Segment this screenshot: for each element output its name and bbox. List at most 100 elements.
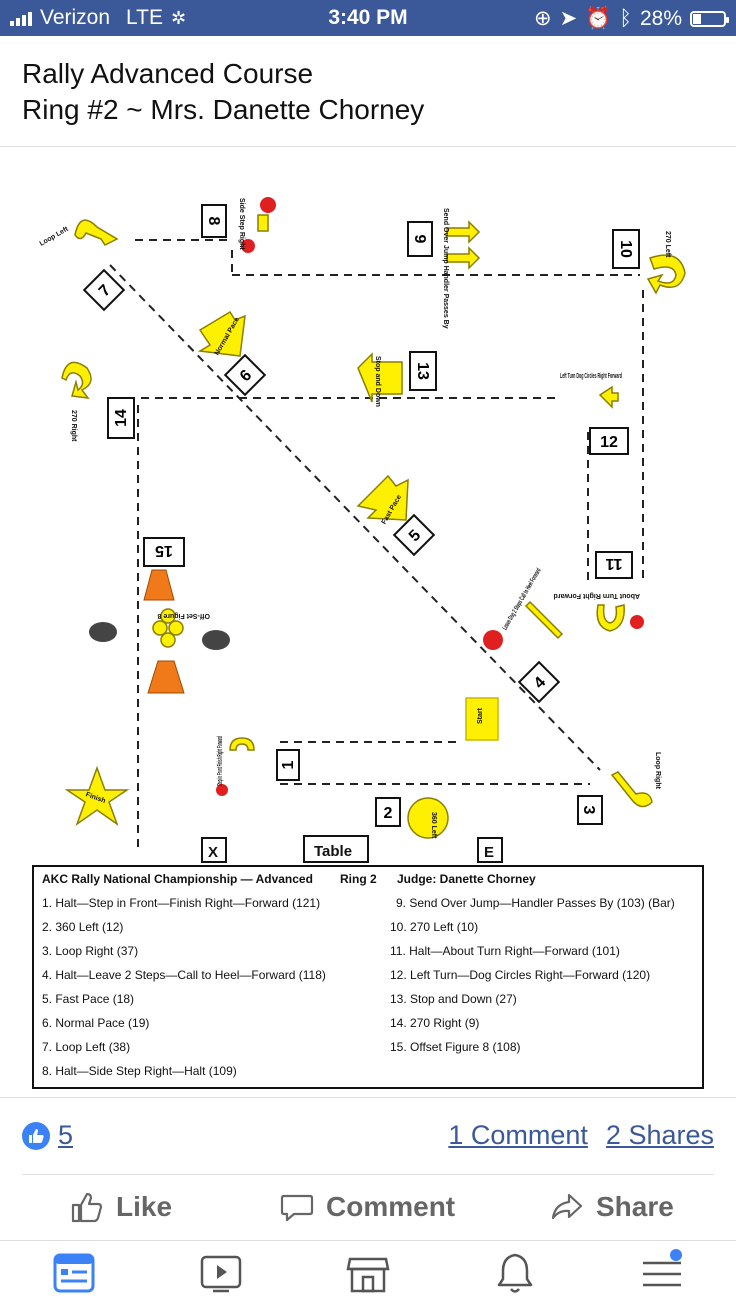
station-9: 9 [407, 221, 433, 257]
legend-item: 12. Left Turn—Dog Circles Right—Forward … [390, 968, 650, 982]
station-12-number: 12 [600, 434, 618, 451]
station-10-number: 10 [617, 240, 634, 258]
carrier-label: Verizon [40, 6, 111, 29]
caption-left-turn: Left Turn Dog Circles Right Forward [560, 373, 622, 380]
course-map-image[interactable]: 1 2 3 4 5 6 7 8 [0, 150, 736, 1095]
sign-graphics [61, 214, 686, 839]
marker-x: X [208, 844, 218, 861]
stop-sign-icon [260, 197, 276, 213]
marketplace-shop-icon [346, 1257, 390, 1293]
divider [0, 1097, 736, 1098]
stop-signs [216, 197, 644, 796]
tab-menu[interactable] [638, 1249, 686, 1297]
caption-leave-dog: Leave Dog 2 Steps Call to Heel Forward [502, 567, 543, 631]
legend-item: 14. 270 Right (9) [390, 1016, 479, 1030]
station-3: 3 [577, 795, 603, 825]
station-11-number: 11 [605, 555, 622, 572]
tab-notifications[interactable] [491, 1249, 539, 1297]
caption-loop-left: Loop Left [39, 225, 71, 247]
bottom-tab-bar [0, 1240, 736, 1309]
cone-icon [143, 569, 175, 601]
station-15-number: 15 [155, 542, 173, 559]
station-13-number: 13 [414, 362, 431, 380]
comment-label: Comment [326, 1191, 456, 1222]
figure8-marker-icon [168, 620, 184, 636]
comment-button[interactable]: Comment [280, 1190, 455, 1224]
stop-sign-icon [241, 239, 255, 253]
figure8-marker-icon [160, 608, 176, 624]
station-8: 8 [201, 204, 227, 238]
stop-and-down-arrow-icon [357, 352, 403, 403]
shares-link[interactable]: 2 Shares [605, 1120, 714, 1150]
share-arrow-icon [551, 1193, 583, 1220]
legend-item: 1. Halt—Step in Front—Finish Right—Forwa… [42, 896, 320, 910]
caption-step-in-front: Step in Front Finish Right Forward [217, 736, 224, 786]
station-11: 11 [595, 551, 633, 579]
tab-news-feed[interactable] [50, 1249, 98, 1297]
food-bowl-icon [202, 630, 230, 650]
alarm-icon: ⏰ [585, 6, 612, 30]
caption-270-left: 270 Left [664, 231, 671, 258]
step-in-front-arrow-icon [229, 737, 255, 751]
like-label: Like [116, 1191, 173, 1222]
status-right: ⊕ ➤ ⏰ ᛒ 28% [533, 6, 729, 31]
like-count[interactable]: 5 [22, 1120, 73, 1151]
legend-item: 8. Halt—Side Step Right—Halt (109) [42, 1064, 237, 1078]
hamburger-menu-icon [643, 1249, 682, 1287]
cone-icon [147, 660, 185, 694]
caption-360-left: 360 Left [430, 812, 437, 839]
left-turn-arrow-icon [598, 385, 619, 409]
post-actions: Like Comment Share [0, 1180, 736, 1240]
tab-marketplace[interactable] [344, 1249, 392, 1297]
jump-arrow-icon [446, 220, 481, 244]
course-path [109, 239, 644, 850]
like-count-value: 5 [58, 1120, 74, 1150]
turn-270-left-icon [646, 254, 686, 295]
station-12: 12 [589, 427, 629, 455]
legend-ring: Ring 2 [340, 872, 377, 886]
figure8-marker-icon [160, 632, 176, 648]
360-left-icon [407, 797, 449, 839]
location-icon: ➤ [559, 7, 578, 30]
station-2: 2 [375, 797, 401, 827]
handler-arrow-icon [446, 246, 481, 270]
thumbs-up-icon [71, 1192, 103, 1223]
stop-sign-icon [216, 784, 228, 796]
station-14-number: 14 [113, 409, 130, 427]
divider [0, 146, 736, 147]
about-turn-arrow-icon [596, 604, 625, 632]
like-reaction-icon [22, 1121, 50, 1150]
network-label: LTE [126, 6, 164, 29]
station-4: 4 [517, 660, 561, 704]
station-15: 15 [143, 537, 185, 567]
lock-rotation-icon: ⊕ [533, 7, 552, 30]
station-9-number: 9 [411, 235, 428, 244]
bluetooth-icon: ᛒ [619, 6, 632, 30]
like-button[interactable]: Like [70, 1190, 172, 1224]
battery-percent: 28% [639, 6, 682, 30]
tab-watch[interactable] [197, 1249, 245, 1297]
stop-sign-icon [483, 630, 503, 650]
station-2-number: 2 [384, 805, 393, 822]
clock: 3:40 PM [328, 6, 408, 29]
station-8-number: 8 [205, 217, 222, 226]
legend-item: 11. Halt—About Turn Right—Forward (101) [390, 944, 620, 958]
post-title-line1: Rally Advanced Course [22, 58, 314, 89]
figure8-marker-icon [152, 620, 168, 636]
comments-link[interactable]: 1 Comment [448, 1120, 588, 1150]
marker-table: Table [314, 843, 352, 860]
caption-offset-figure-8: Off-Set Figure 8 [157, 612, 210, 619]
caption-270-right: 270 Right [70, 410, 77, 442]
share-button[interactable]: Share [550, 1190, 674, 1224]
legend-item: 6. Normal Pace (19) [42, 1016, 149, 1030]
fast-pace-arrow-icon [356, 474, 409, 521]
obstacles [89, 569, 230, 694]
station-1: 1 [276, 749, 300, 781]
comment-bubble-icon [280, 1194, 314, 1222]
news-feed-icon [53, 1253, 95, 1293]
caption-about-turn: About Turn Right Forward [553, 592, 640, 599]
post-title-line2: Ring #2 ~ Mrs. Danette Chorney [22, 94, 425, 125]
menu-notification-dot [670, 1249, 682, 1261]
station-boxes: 1 2 3 4 5 6 7 8 [82, 204, 640, 827]
start-sign [465, 697, 499, 741]
